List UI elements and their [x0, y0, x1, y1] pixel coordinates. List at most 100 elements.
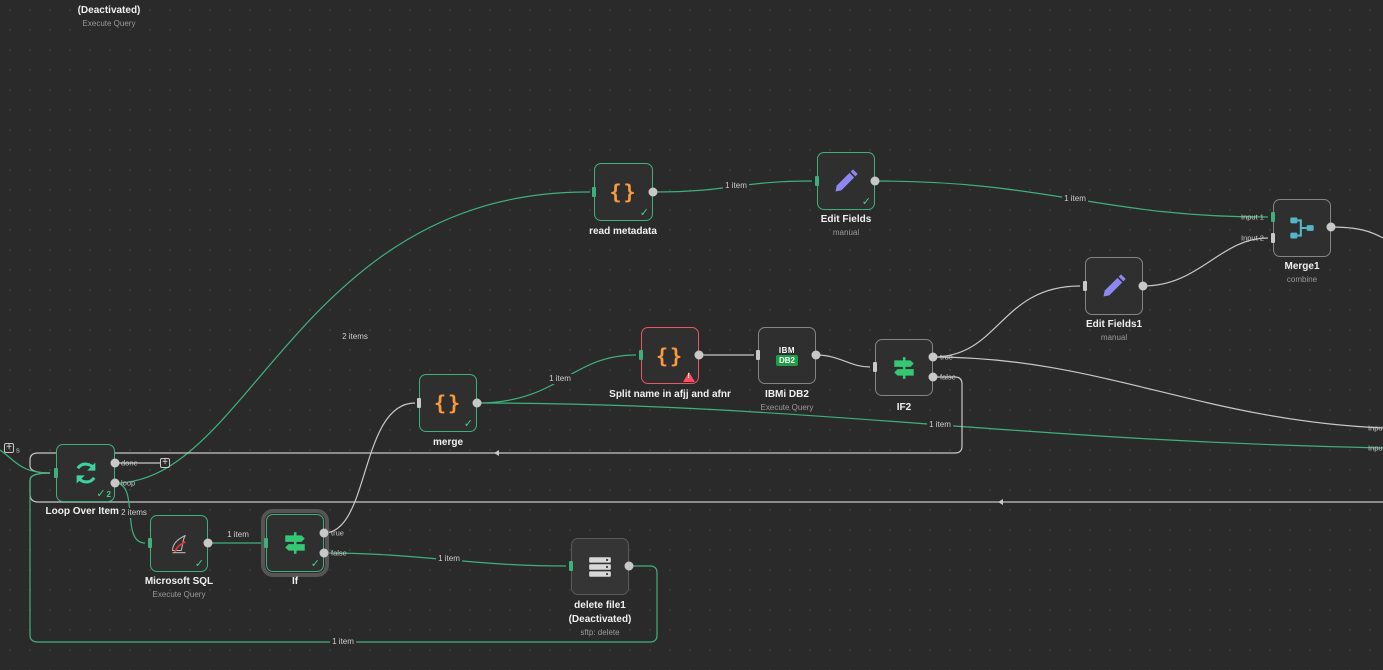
split-name-title: Split name in afjj and afnr [609, 389, 731, 400]
loop-done-label: done [121, 458, 138, 468]
node-split-name[interactable]: {} ! [641, 327, 699, 384]
if-false-label: false [331, 548, 347, 558]
edge-label: 1 item [330, 637, 356, 647]
ibmi-db2-input[interactable] [756, 350, 760, 360]
edit-fields1-output[interactable] [1138, 281, 1148, 291]
add-node-button[interactable]: + [160, 458, 170, 468]
braces-icon: {} [655, 343, 685, 368]
run-count: 2 [106, 490, 111, 499]
if2-true-output[interactable] [928, 352, 938, 362]
loop-loop-output[interactable] [110, 478, 120, 488]
edit-fields-output[interactable] [870, 176, 880, 186]
warning-icon: ! [683, 372, 695, 382]
mssql-output[interactable] [203, 538, 213, 548]
merge1-input-1[interactable] [1271, 212, 1275, 222]
edge-if2-true-to-right [932, 356, 1383, 429]
edge-delete-to-loop [29, 472, 658, 643]
node-read-metadata[interactable]: {} ✓ [594, 163, 653, 221]
read-metadata-title: read metadata [589, 226, 657, 237]
success-check-icon: ✓ [310, 558, 320, 570]
merge-output[interactable] [472, 398, 482, 408]
node-if2[interactable] [875, 339, 933, 396]
node-loop-over-items[interactable]: ✓2 [56, 444, 115, 502]
success-check-icon: ✓ [861, 196, 871, 208]
loop-done-output[interactable] [110, 458, 120, 468]
if-false-output[interactable] [319, 548, 329, 558]
delete-file1-deactivated: (Deactivated) [568, 614, 632, 625]
node-merge[interactable]: {} ✓ [419, 374, 477, 432]
success-check-icon: ✓ [194, 558, 204, 570]
edge-label: 1 item [225, 530, 251, 540]
split-name-output[interactable] [694, 350, 704, 360]
braces-icon: {} [609, 180, 638, 204]
add-node-button-left[interactable]: + [4, 443, 14, 453]
ibm-db2-logo-icon: IBM DB2 [775, 345, 798, 366]
ibmi-db2-title: IBMi DB2 [765, 389, 809, 400]
node-edit-fields1[interactable] [1085, 257, 1143, 315]
edit-fields-input[interactable] [815, 176, 819, 186]
edit-fields1-input[interactable] [1083, 281, 1087, 291]
edge-label: 1 item [547, 374, 573, 384]
success-check-icon: ✓ [639, 207, 649, 219]
edit-fields-title: Edit Fields [820, 214, 872, 225]
top-node-title: (Deactivated) [77, 5, 141, 16]
edge-label: 2 items [340, 332, 370, 342]
left-input-label: s [16, 445, 20, 455]
if2-input[interactable] [873, 362, 877, 372]
edge-label: 1 item [723, 181, 749, 191]
merge-icon [1290, 217, 1314, 239]
delete-file1-subtitle: sftp: delete [580, 628, 620, 637]
if2-false-label: false [940, 372, 956, 382]
merge1-title: Merge1 [1284, 261, 1320, 272]
merge1-input-2[interactable] [1271, 233, 1275, 243]
loop-input[interactable] [54, 468, 58, 478]
refresh-icon [75, 462, 96, 484]
loop-loop-label: loop [121, 478, 136, 488]
node-merge1[interactable] [1273, 199, 1331, 257]
delete-file1-output[interactable] [624, 561, 634, 571]
delete-file1-title: delete file1 [574, 600, 626, 611]
node-edit-fields[interactable]: ✓ [817, 152, 875, 210]
edge-merge1-out [1330, 226, 1383, 239]
read-metadata-input[interactable] [592, 187, 596, 197]
edge-in-to-loop [0, 449, 51, 474]
right-input-label-b: Input [1368, 443, 1383, 453]
edge-if-true-to-merge [323, 402, 416, 534]
if-true-label: true [331, 528, 344, 538]
ibm-logo-text: IBM [778, 345, 796, 355]
node-microsoft-sql[interactable]: ✓ [150, 515, 208, 572]
node-if[interactable]: ✓ [261, 509, 329, 577]
ibmi-db2-subtitle: Execute Query [760, 403, 814, 412]
edge-ibmi-to-if2 [815, 354, 871, 368]
edge-right-loopback [29, 472, 1383, 503]
server-icon [589, 556, 611, 577]
mssql-input[interactable] [148, 538, 152, 548]
delete-file1-input[interactable] [569, 561, 573, 571]
node-delete-file1[interactable] [571, 538, 629, 595]
if2-false-output[interactable] [928, 372, 938, 382]
success-check-icon: ✓ [463, 418, 473, 430]
edit-fields1-subtitle: manual [1100, 333, 1128, 342]
if-true-output[interactable] [319, 528, 329, 538]
ibmi-db2-output[interactable] [811, 350, 821, 360]
read-metadata-output[interactable] [648, 187, 658, 197]
edge-edit-fields1-to-merge1 [1142, 237, 1269, 287]
edge-if2-false-loopback [29, 376, 963, 474]
if-input[interactable] [264, 538, 268, 548]
edge-label: 1 item [1062, 194, 1088, 204]
braces-icon: {} [433, 391, 463, 415]
top-node-subtitle: Execute Query [82, 19, 136, 28]
node-ibmi-db2[interactable]: IBM DB2 [758, 327, 816, 384]
signpost-icon [285, 532, 305, 554]
edge-loop-to-read-metadata [114, 191, 591, 484]
db2-logo-text: DB2 [775, 354, 798, 366]
right-input-label-a: Input [1368, 423, 1383, 433]
loop-title: Loop Over Items [45, 506, 125, 517]
mssql-subtitle: Execute Query [152, 590, 206, 599]
merge1-output[interactable] [1326, 222, 1336, 232]
merge-input[interactable] [417, 398, 421, 408]
pencil-icon [835, 169, 858, 192]
split-name-input[interactable] [639, 350, 643, 360]
merge1-subtitle: combine [1286, 275, 1318, 284]
